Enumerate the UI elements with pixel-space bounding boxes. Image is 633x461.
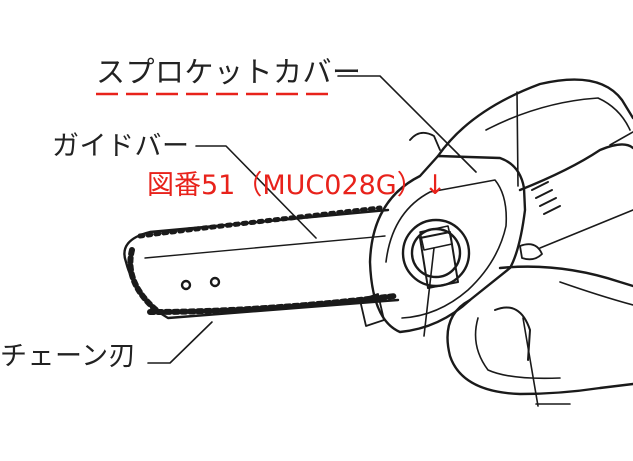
handle-body: [518, 143, 633, 192]
cover-bolt: [409, 131, 441, 151]
leader-knob: [423, 247, 435, 337]
sprocket-cover-inner-edge: [385, 179, 508, 319]
figure-reference-annotation: 図番51（MUC028G）↓: [147, 170, 447, 201]
saw-chain-top: [137, 205, 383, 239]
leader-saw-chain: [147, 321, 213, 364]
trigger-guard-inner: [474, 317, 561, 380]
label-sprocket-cover: スプロケットカバー: [96, 55, 362, 89]
trigger-guard: [446, 298, 633, 396]
handle-lower-inner: [559, 281, 633, 306]
trigger: [494, 306, 531, 361]
bar-hole-1: [180, 279, 192, 291]
leader-handle-right: [539, 209, 633, 249]
sprocket-cover-outline: [368, 154, 527, 334]
guide-bar-inner-line: [144, 235, 386, 259]
cover-latch: [519, 243, 543, 261]
handle-upper: [436, 78, 633, 158]
saw-chain-nose: [127, 247, 159, 313]
leader-handle-top: [516, 91, 519, 187]
handle-lower: [498, 265, 633, 288]
chain-tensioner: [359, 293, 385, 327]
leader-sprocket-cover: [337, 75, 477, 173]
knob-lever: [419, 231, 459, 289]
grip-ridges: [531, 181, 561, 215]
label-guide-bar: ガイドバー: [52, 131, 190, 162]
leader-guide-bar: [195, 145, 317, 239]
leader-right-top: [609, 131, 633, 146]
handle-upper-inner: [485, 97, 631, 131]
knob-lever-top: [419, 225, 453, 251]
label-saw-chain: チェーン刃: [0, 341, 137, 372]
bar-hole-2: [209, 276, 221, 288]
leader-trigger: [522, 317, 539, 407]
